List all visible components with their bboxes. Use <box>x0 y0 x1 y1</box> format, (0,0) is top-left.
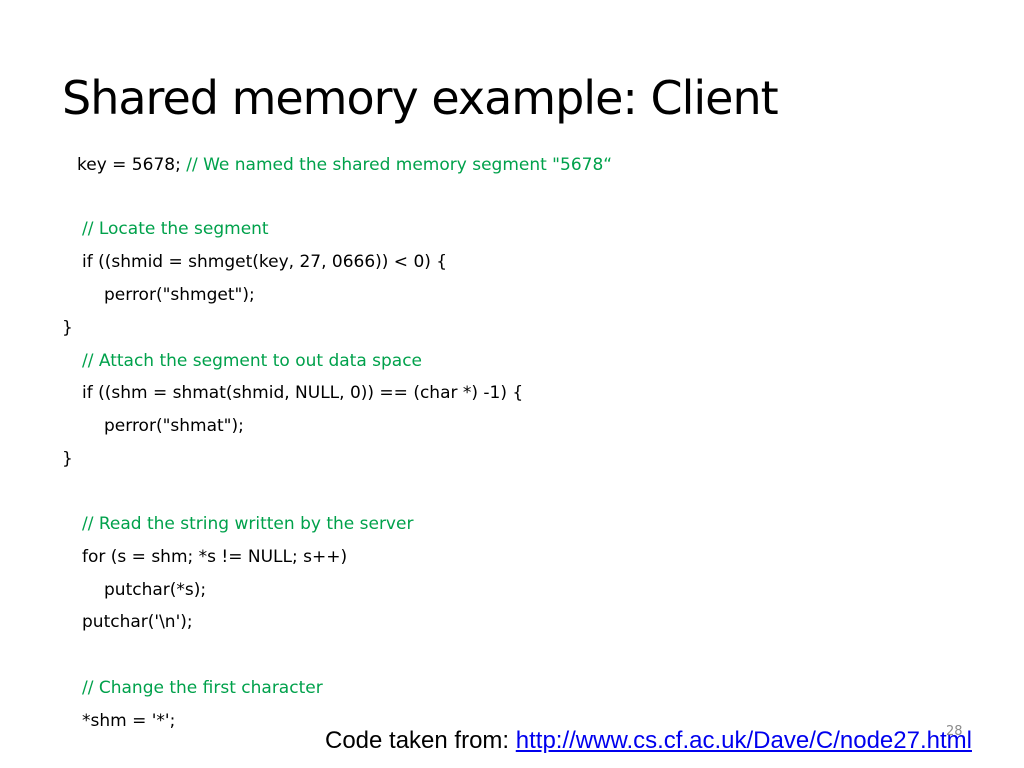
code-line-shmat: if ((shm = shmat(shmid, NULL, 0)) == (ch… <box>82 383 524 403</box>
code-comment-locate: // Locate the segment <box>82 219 269 239</box>
source-credit: Code taken from: http://www.cs.cf.ac.uk/… <box>325 725 972 757</box>
code-line-putchar-newline: putchar('\n'); <box>82 612 193 632</box>
code-line-perror-shmget: perror("shmget"); <box>104 285 255 305</box>
code-line-close-brace: } <box>62 318 73 338</box>
code-line-putchar-s: putchar(*s); <box>104 580 207 600</box>
source-credit-label: Code taken from: <box>325 727 516 754</box>
slide-title: Shared memory example: Client <box>62 71 779 125</box>
code-text: key = 5678; <box>77 155 187 175</box>
code-line-for-loop: for (s = shm; *s != NULL; s++) <box>82 547 348 567</box>
code-line-key: key = 5678; // We named the shared memor… <box>77 150 612 180</box>
code-line-perror-shmat: perror("shmat"); <box>104 416 244 436</box>
code-line-shmget: if ((shmid = shmget(key, 27, 0666)) < 0)… <box>82 252 448 272</box>
code-line-assign-star: *shm = '*'; <box>82 711 176 731</box>
slide-number: 28 <box>946 724 963 739</box>
code-comment-read: // Read the string written by the server <box>82 514 414 534</box>
code-comment: // We named the shared memory segment "5… <box>186 155 613 175</box>
code-comment-attach: // Attach the segment to out data space <box>82 351 423 371</box>
code-comment-change: // Change the first character <box>82 678 323 698</box>
source-link[interactable]: http://www.cs.cf.ac.uk/Dave/C/node27.htm… <box>515 727 972 754</box>
code-line-close-brace: } <box>62 449 73 469</box>
